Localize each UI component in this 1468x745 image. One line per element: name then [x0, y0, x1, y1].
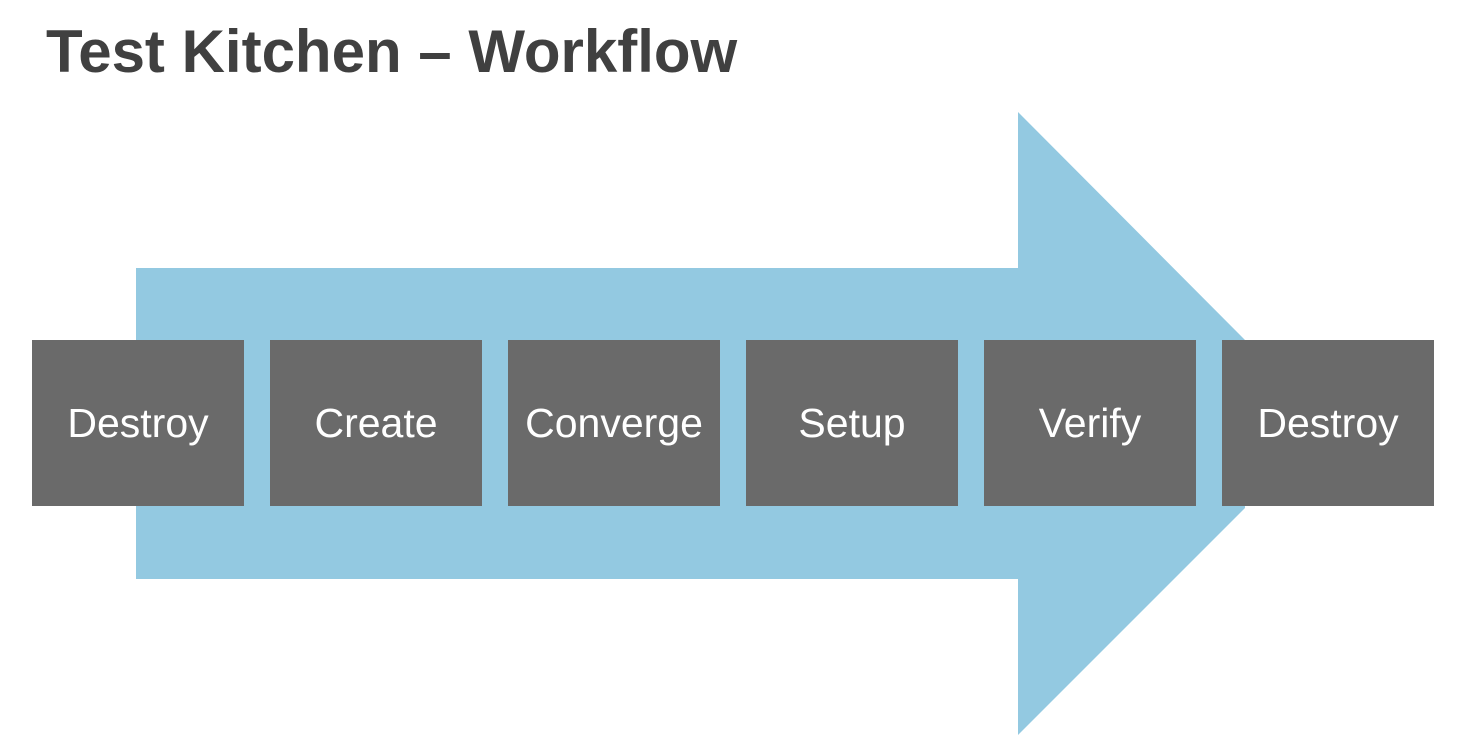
step-label: Converge: [525, 399, 703, 446]
step-destroy-end: Destroy: [1222, 340, 1434, 506]
step-label: Verify: [1038, 399, 1142, 446]
step-setup: Setup: [746, 340, 958, 506]
step-label: Create: [314, 399, 438, 446]
step-verify: Verify: [984, 340, 1196, 506]
step-converge: Converge: [508, 340, 720, 506]
step-label: Destroy: [1257, 399, 1399, 446]
step-label: Destroy: [67, 399, 209, 446]
step-create: Create: [270, 340, 482, 506]
page-title: Test Kitchen – Workflow: [46, 18, 738, 85]
step-label: Setup: [798, 399, 906, 446]
step-destroy-start: Destroy: [32, 340, 244, 506]
